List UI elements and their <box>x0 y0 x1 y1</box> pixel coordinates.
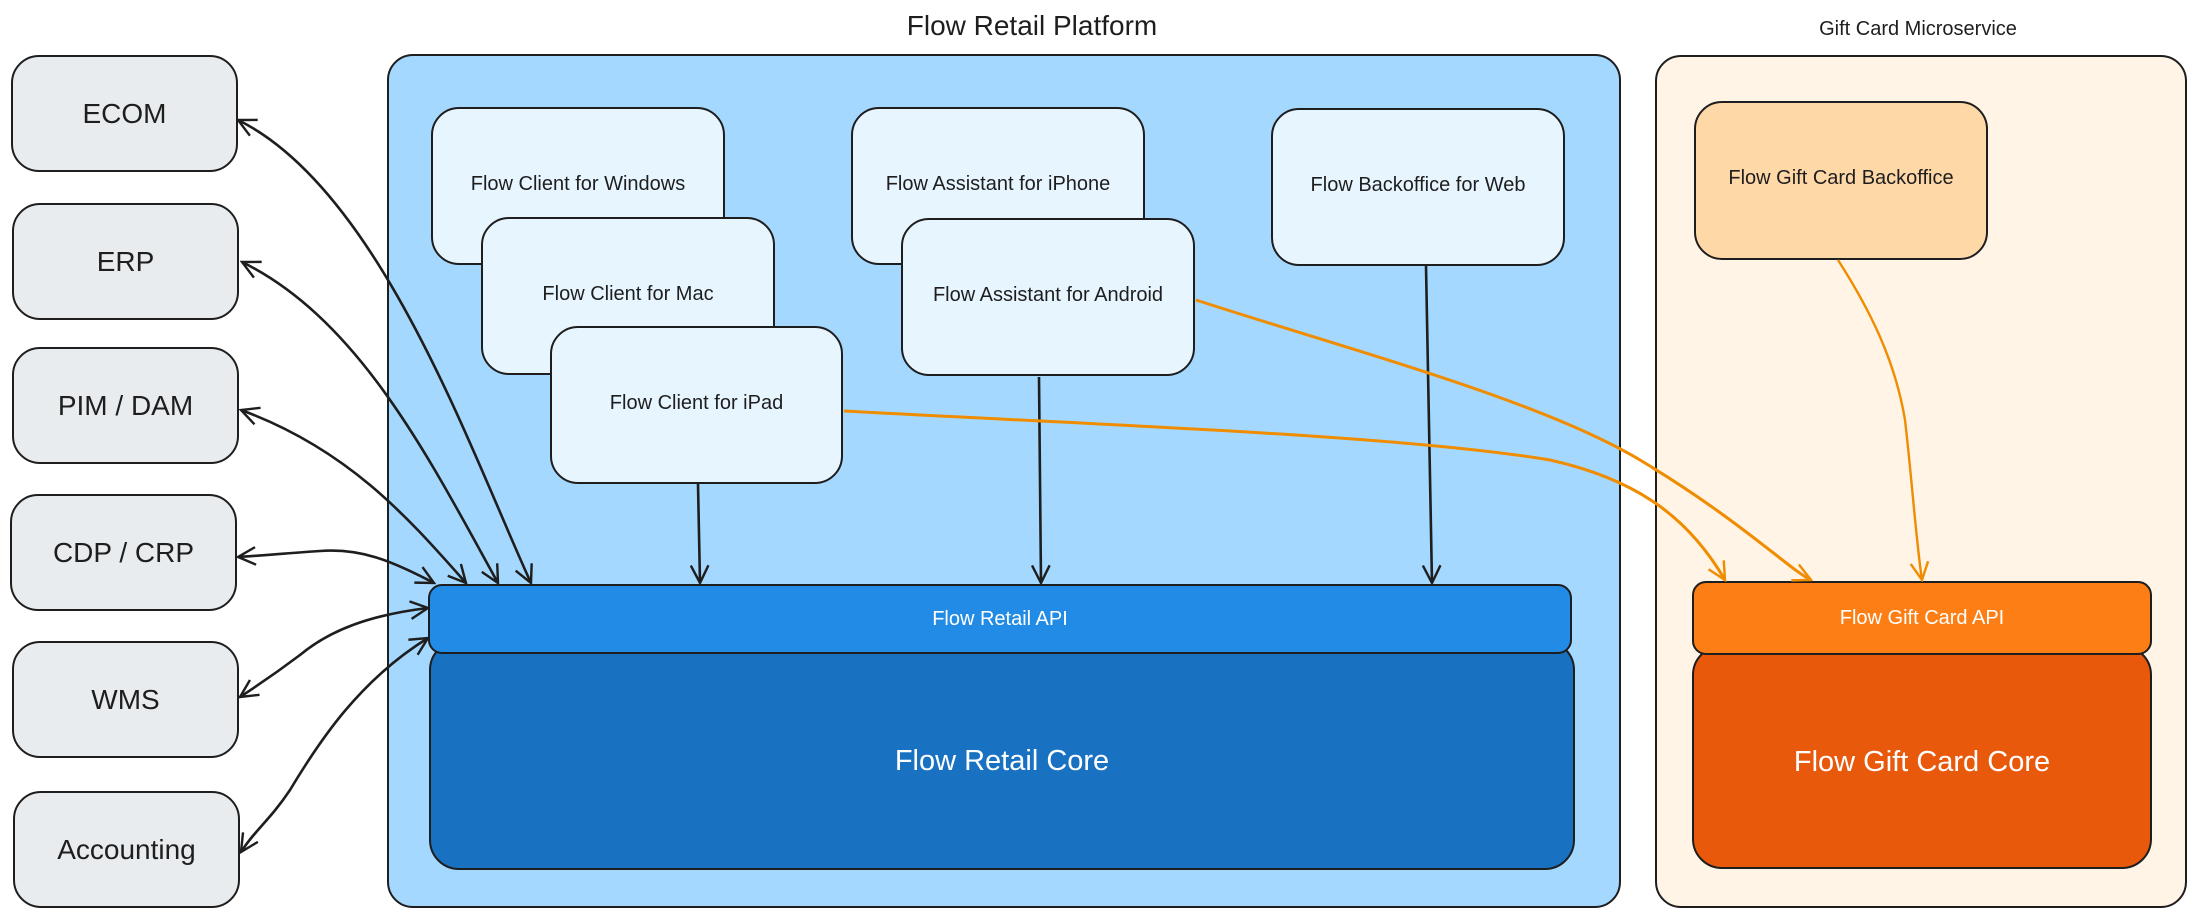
external-system-ecom[interactable]: ECOM <box>11 55 238 172</box>
client-web[interactable]: Flow Backoffice for Web <box>1271 108 1565 266</box>
retail-core[interactable]: Flow Retail Core <box>429 640 1575 870</box>
client-label: Flow Assistant for Android <box>932 283 1164 306</box>
client-label: Flow Client for Mac <box>542 282 714 305</box>
client-label: Flow Client for iPad <box>609 391 784 414</box>
external-system-accounting[interactable]: Accounting <box>13 791 240 908</box>
external-system-wms[interactable]: WMS <box>12 641 239 758</box>
external-system-cdp-crp[interactable]: CDP / CRP <box>10 494 237 611</box>
external-system-label: Accounting <box>57 833 196 865</box>
external-system-label: ERP <box>96 245 155 277</box>
external-system-label: PIM / DAM <box>57 389 194 421</box>
gift-card-core-label: Flow Gift Card Core <box>1793 745 2051 778</box>
external-system-label: ECOM <box>82 97 167 129</box>
retail-core-label: Flow Retail Core <box>894 744 1110 777</box>
client-label: Flow Backoffice for Web <box>1310 173 1526 196</box>
client-android[interactable]: Flow Assistant for Android <box>901 218 1195 376</box>
platform-title: Flow Retail Platform <box>906 10 1158 41</box>
external-system-label: CDP / CRP <box>52 536 195 568</box>
retail-api[interactable]: Flow Retail API <box>428 584 1572 654</box>
gift-card-api-label: Flow Gift Card API <box>1839 606 2005 629</box>
client-label: Flow Assistant for iPhone <box>885 172 1111 195</box>
client-label: Flow Client for Windows <box>470 172 686 195</box>
client-ipad[interactable]: Flow Client for iPad <box>550 326 843 484</box>
gift-card-core[interactable]: Flow Gift Card Core <box>1692 645 2152 869</box>
retail-api-label: Flow Retail API <box>932 607 1068 630</box>
gift-card-api[interactable]: Flow Gift Card API <box>1692 581 2152 655</box>
external-system-pim-dam[interactable]: PIM / DAM <box>12 347 239 464</box>
gift-card-title: Gift Card Microservice <box>1819 18 2017 40</box>
external-system-label: WMS <box>91 683 160 715</box>
external-system-erp[interactable]: ERP <box>12 203 239 320</box>
gift-card-backoffice[interactable]: Flow Gift Card Backoffice <box>1694 101 1988 260</box>
gift-card-backoffice-label: Flow Gift Card Backoffice <box>1728 167 1954 189</box>
